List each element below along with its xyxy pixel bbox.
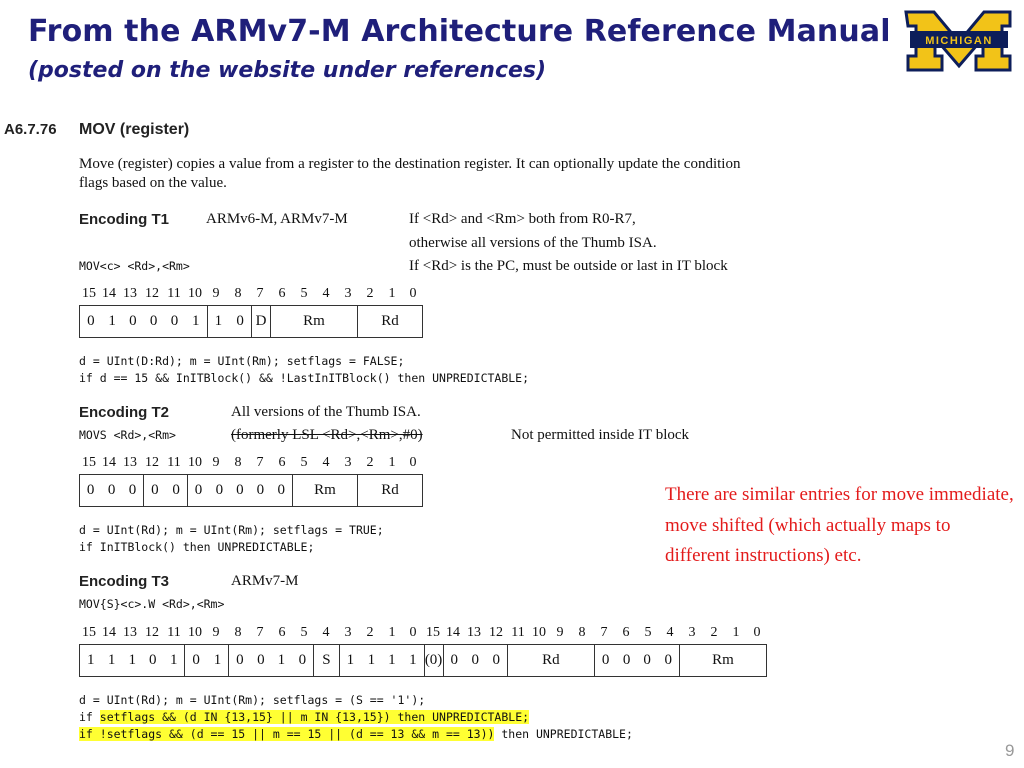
encoding-t2-syntax: MOVS <Rd>,<Rm>: [79, 428, 176, 442]
section-description: Move (register) copies a value from a re…: [79, 156, 741, 191]
encoding-t3-arch: ARMv7-M: [231, 573, 299, 589]
encoding-t3-code-line1: d = UInt(Rd); m = UInt(Rm); setflags = (…: [79, 693, 426, 707]
encoding-t1-code-line2: if d == 15 && InITBlock() && !LastInITBl…: [79, 371, 530, 385]
encoding-t2-code-line2: if InITBlock() then UNPREDICTABLE;: [79, 540, 315, 554]
encoding-t3-bit-table: 1 1 1 0 1 0 1 0 0 1 0 S 1 1 1 1 (0) 0 0 …: [79, 644, 767, 677]
encoding-t1-cond1: If <Rd> and <Rm> both from R0-R7,: [409, 211, 636, 227]
encoding-t2-arch: All versions of the Thumb ISA.: [231, 404, 421, 420]
encoding-t1-bit-table: 0 1 0 0 0 1 1 0 D Rm Rd: [78, 305, 423, 338]
encoding-t1-code-line1: d = UInt(D:Rd); m = UInt(Rm); setflags =…: [79, 354, 405, 368]
section-number: A6.7.76: [4, 121, 57, 138]
encoding-t1-arch: ARMv6-M, ARMv7-M: [206, 211, 348, 227]
michigan-logo: MICHIGAN: [904, 10, 1012, 72]
encoding-t1-syntax: MOV<c> <Rd>,<Rm>: [79, 259, 190, 273]
encoding-t1-cond3: If <Rd> is the PC, must be outside or la…: [409, 258, 728, 274]
encoding-t2-bit-table: 0 0 0 0 0 0 0 0 0 0 Rm Rd: [79, 474, 423, 507]
section-title: MOV (register): [79, 121, 190, 138]
encoding-t2-note: Not permitted inside IT block: [511, 427, 690, 443]
encoding-t1-label: Encoding T1: [79, 211, 169, 228]
highlighted-code: setflags && (d IN {13,15} || m IN {13,15…: [99, 710, 530, 724]
encoding-t2-label: Encoding T2: [79, 404, 169, 421]
encoding-t2-formerly: (formerly LSL <Rd>,<Rm>,#0): [231, 427, 423, 443]
encoding-t3-label: Encoding T3: [79, 573, 169, 590]
encoding-t3-code-line3: if !setflags && (d == 15 || m == 15 || (…: [79, 727, 633, 741]
slide-subtitle: (posted on the website under references): [28, 58, 547, 83]
encoding-t3-syntax: MOV{S}<c>.W <Rd>,<Rm>: [79, 597, 225, 611]
logo-text: MICHIGAN: [925, 35, 993, 47]
slide-title: From the ARMv7-M Architecture Reference …: [28, 14, 891, 49]
page-number: 9: [1005, 741, 1015, 760]
similar-entries-note: There are similar entries for move immed…: [665, 484, 1014, 566]
encoding-t1-cond2: otherwise all versions of the Thumb ISA.: [409, 235, 657, 251]
encoding-t2-code-line1: d = UInt(Rd); m = UInt(Rm); setflags = T…: [79, 523, 384, 537]
highlighted-code: if !setflags && (d == 15 || m == 15 || (…: [79, 727, 495, 741]
encoding-t3-code-line2: if setflags && (d IN {13,15} || m IN {13…: [79, 710, 530, 724]
